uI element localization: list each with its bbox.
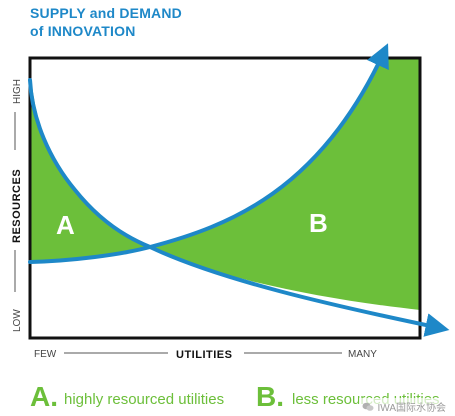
watermark-text: IWA国际水协会	[377, 403, 446, 414]
x-few-label: FEW	[34, 349, 57, 360]
demand-curve	[28, 78, 450, 337]
y-low-label: LOW	[12, 309, 23, 332]
diagram-title: SUPPLY and DEMAND of INNOVATION	[30, 4, 182, 40]
region-a-fill	[30, 58, 150, 262]
legend-a-letter: A.	[30, 381, 58, 412]
x-many-label: MANY	[348, 349, 377, 360]
legend-b-letter: B.	[256, 381, 284, 412]
y-high-label: HIGH	[12, 79, 23, 104]
region-a-label: A	[56, 210, 75, 240]
title-line-2: of INNOVATION	[30, 23, 136, 39]
region-b-label: B	[309, 208, 328, 238]
y-axis-label: RESOURCES	[11, 169, 23, 243]
x-axis-label: UTILITIES	[176, 349, 232, 361]
legend-a-text: highly resourced utilities	[64, 391, 225, 408]
supply-demand-diagram: DEMAND SUPPLY A B HIGH RESOURCES LOW FEW…	[11, 43, 450, 361]
watermark: IWA国际水协会	[359, 398, 449, 415]
wechat-icon	[362, 402, 374, 411]
title-line-1: SUPPLY and DEMAND	[30, 5, 182, 21]
region-b-fill	[150, 58, 420, 310]
chart-frame	[28, 56, 422, 340]
supply-curve	[28, 43, 389, 264]
